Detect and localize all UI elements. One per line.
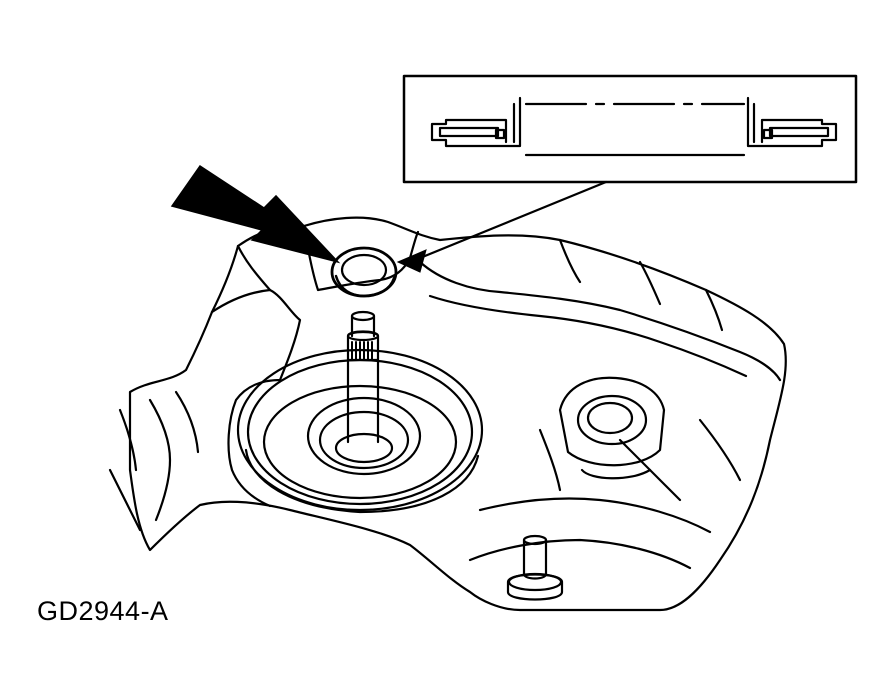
- case-outline: [128, 216, 787, 612]
- leader-line: [418, 180, 608, 260]
- pump-bore: [236, 348, 484, 514]
- case-flange-right: [418, 260, 782, 382]
- case-boss: [558, 376, 666, 480]
- arrow-main: [170, 164, 341, 264]
- figure-id-label: GD2944-A: [37, 596, 169, 626]
- arrow-pointer: [396, 249, 427, 273]
- input-shaft: [346, 310, 380, 444]
- seal-detail-inset: [402, 74, 858, 184]
- front-pump-seal: [330, 246, 398, 298]
- case-stud: [506, 534, 564, 601]
